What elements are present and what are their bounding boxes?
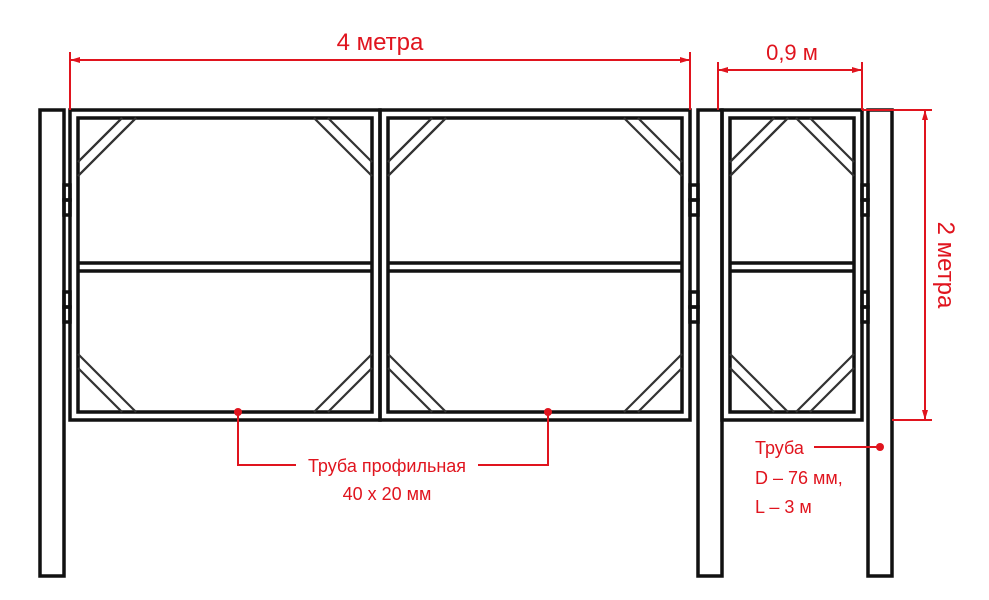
middle-post — [696, 108, 724, 578]
gate-leaf-left — [68, 108, 382, 422]
wicket-width-label: 0,9 м — [766, 40, 818, 65]
height-dimension: 2 метра — [862, 109, 959, 421]
height-label: 2 метра — [932, 222, 959, 309]
post-pipe-callout: Труба D – 76 мм, L – 3 м — [755, 438, 884, 517]
post-pipe-diameter: D – 76 мм, — [755, 468, 843, 488]
left-post — [38, 108, 66, 578]
right-post — [866, 108, 894, 578]
gate-width-label: 4 метра — [337, 29, 424, 56]
profile-pipe-label: Труба профильная — [308, 456, 466, 476]
profile-pipe-size: 40 х 20 мм — [343, 484, 432, 504]
post-pipe-label: Труба — [755, 438, 805, 458]
wicket — [720, 108, 864, 422]
gate-width-dimension: 4 метра — [69, 29, 691, 110]
post-pipe-length: L – 3 м — [755, 497, 812, 517]
wicket-width-dimension: 0,9 м — [717, 40, 863, 110]
profile-pipe-callout: Труба профильная 40 х 20 мм — [234, 408, 552, 504]
gate-leaf-right — [378, 108, 692, 422]
hinges — [62, 183, 870, 324]
